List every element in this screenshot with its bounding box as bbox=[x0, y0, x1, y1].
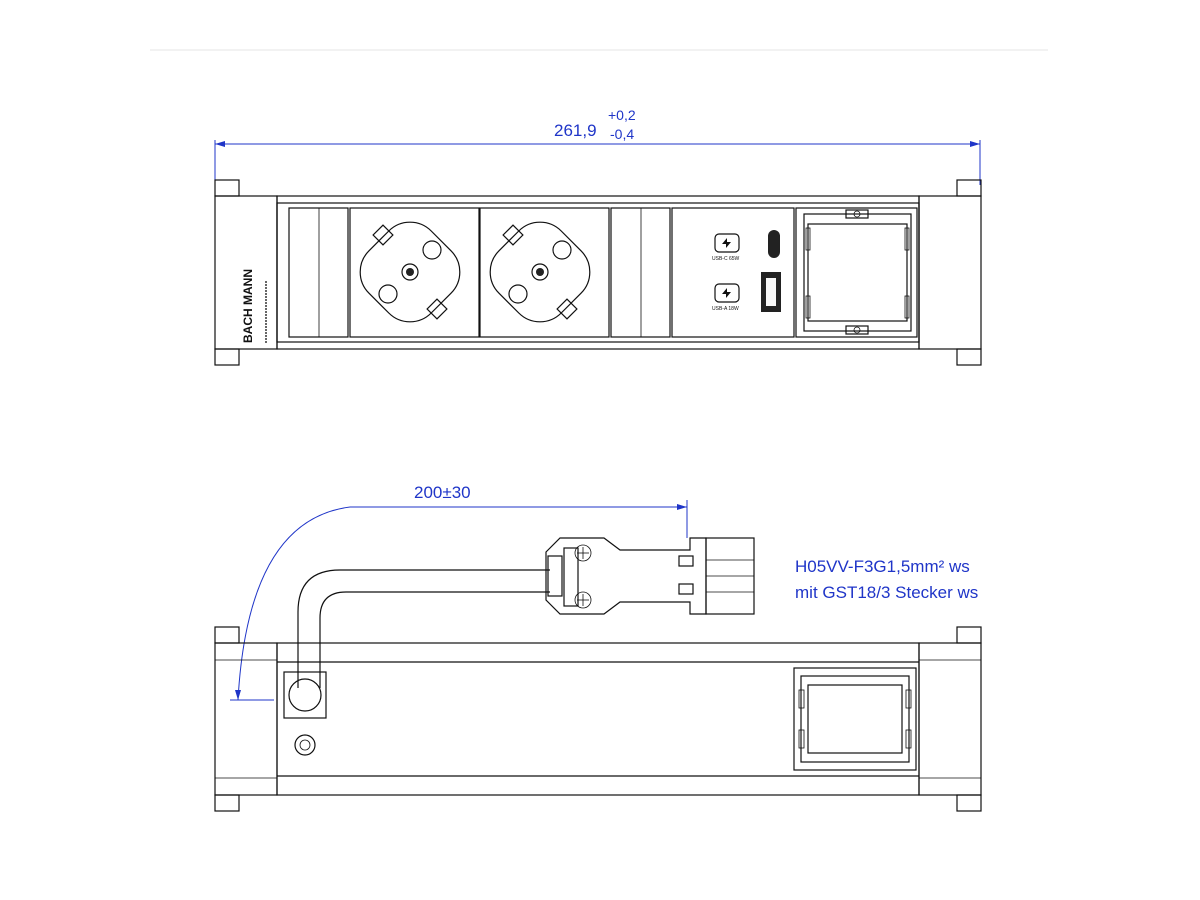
pin-hole[interactable] bbox=[508, 284, 528, 304]
ground-clip-icon bbox=[502, 224, 524, 246]
cable-outer-edge bbox=[297, 569, 550, 688]
brand-logo-text: BACH MANN bbox=[241, 269, 255, 343]
pin-hole[interactable] bbox=[422, 240, 442, 260]
schuko-socket-1 bbox=[349, 207, 480, 338]
side-left-end-cap bbox=[214, 642, 278, 796]
lightning-icon bbox=[722, 288, 731, 298]
gst18-connector bbox=[545, 537, 755, 615]
front-body-inner-rail bbox=[276, 202, 920, 343]
schuko-socket-2 bbox=[479, 207, 610, 338]
side-view: 200±30 H05VV-F3G1,5mm² ws mit GST18/3 St… bbox=[214, 483, 982, 812]
brand-logo: BACH MANN bbox=[241, 269, 267, 343]
ground-screw bbox=[294, 734, 316, 756]
pin-hole[interactable] bbox=[378, 284, 398, 304]
lightning-icon bbox=[722, 238, 731, 248]
ground-clip-icon bbox=[556, 298, 578, 320]
cable-spec-line-1: H05VV-F3G1,5mm² ws bbox=[795, 557, 970, 576]
usb-c-port[interactable] bbox=[768, 230, 780, 258]
length-nominal-label: 261,9 bbox=[554, 121, 597, 140]
right-end-cap bbox=[918, 195, 982, 350]
front-body bbox=[276, 195, 920, 350]
usb-c-charge-icon bbox=[714, 233, 740, 253]
overall-length-dimension: 261,9 +0,2 -0,4 bbox=[214, 107, 981, 185]
center-screw-icon bbox=[401, 263, 419, 281]
socket-modules bbox=[349, 207, 610, 338]
length-tolerance-plus-label: +0,2 bbox=[608, 107, 636, 123]
ground-clip-icon bbox=[426, 298, 448, 320]
side-insert-frame bbox=[793, 667, 917, 771]
length-tolerance-minus-label: -0,4 bbox=[610, 126, 634, 142]
screw-icon bbox=[574, 591, 592, 609]
ground-clip-icon bbox=[372, 224, 394, 246]
screw-icon bbox=[574, 544, 592, 562]
side-body bbox=[276, 642, 920, 796]
side-right-end-cap bbox=[918, 642, 982, 796]
usb-a-charge-icon bbox=[714, 283, 740, 303]
center-screw-icon bbox=[531, 263, 549, 281]
side-mounting-feet bbox=[214, 626, 982, 812]
cable-length-label: 200±30 bbox=[414, 483, 471, 502]
cable-length-dimension: 200±30 bbox=[230, 483, 688, 701]
blank-module-left bbox=[288, 207, 349, 338]
usb-c-label: USB-C 65W bbox=[712, 256, 740, 262]
cable-inner-edge bbox=[319, 591, 550, 688]
front-view: 261,9 +0,2 -0,4 BACH MANN bbox=[214, 107, 982, 366]
cable-spec-line-2: mit GST18/3 Stecker ws bbox=[795, 583, 978, 602]
blank-module-middle bbox=[610, 207, 671, 338]
pin-hole[interactable] bbox=[552, 240, 572, 260]
usb-a-label: USB-A 18W bbox=[712, 306, 739, 312]
usb-module: USB-C 65W USB-A 18W bbox=[671, 207, 795, 338]
blank-insert-module bbox=[795, 207, 918, 338]
cable-gland bbox=[283, 671, 327, 719]
